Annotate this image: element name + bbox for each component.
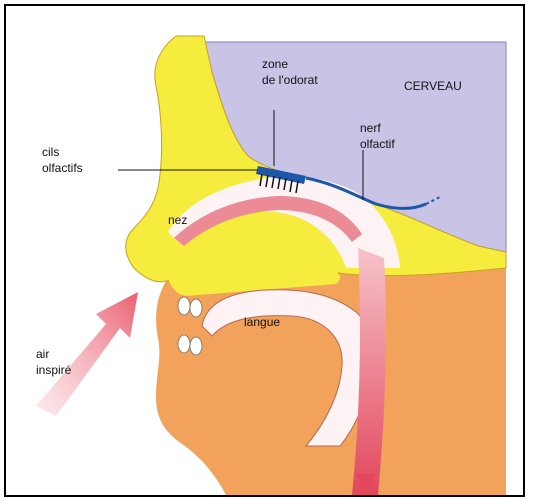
label-air-line2: inspiré: [36, 363, 72, 377]
arrow-icon: [36, 292, 138, 416]
label-nerf-line1: nerf: [360, 121, 381, 135]
olfaction-diagram: zone de l'odorat CERVEAU nerf olfactif c…: [6, 6, 523, 495]
label-air-line1: air: [36, 347, 49, 361]
label-cils-line1: cils: [42, 145, 59, 159]
label-langue: langue: [244, 315, 280, 329]
diagram-frame: zone de l'odorat CERVEAU nerf olfactif c…: [4, 4, 525, 497]
label-zone-line2: de l'odorat: [262, 73, 318, 87]
label-nez: nez: [168, 213, 187, 227]
label-zone-line1: zone: [262, 57, 288, 71]
label-cils-line2: olfactifs: [42, 161, 83, 175]
label-cerveau: CERVEAU: [404, 79, 462, 93]
label-nerf-line2: olfactif: [360, 137, 395, 151]
